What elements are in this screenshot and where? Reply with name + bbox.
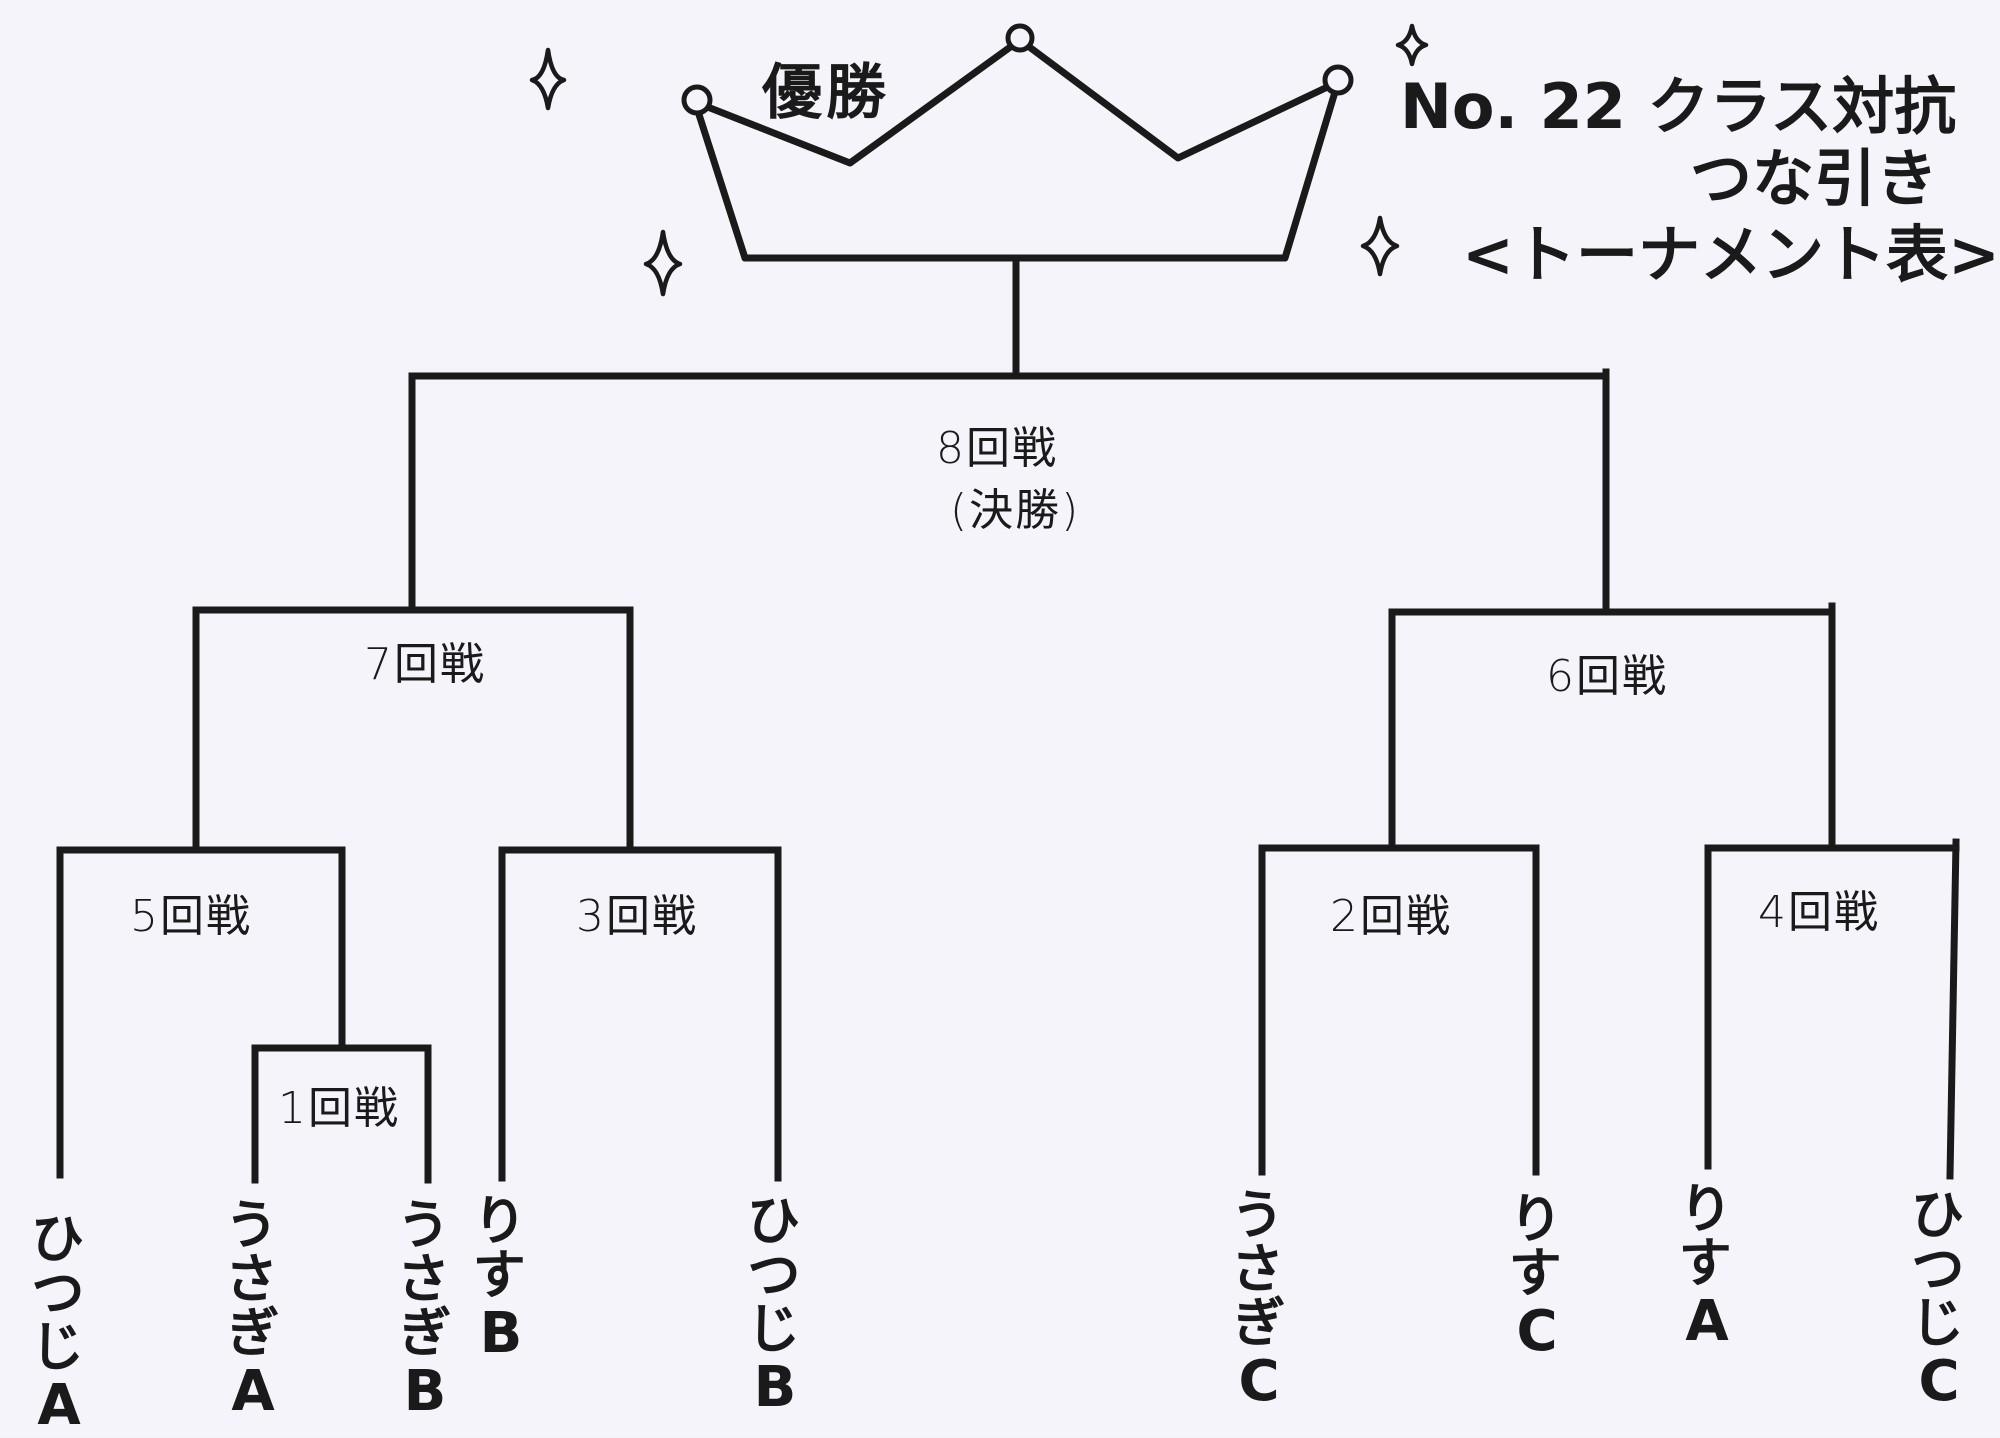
team-name: ひつじ [21, 1210, 84, 1372]
team-group: A [231, 1359, 275, 1424]
team-group: C [1918, 1349, 1960, 1414]
team-group: B [479, 1301, 523, 1366]
team-label: りす C [1499, 1190, 1572, 1364]
team-name: りす [1499, 1190, 1562, 1298]
team-name: ひつじ [737, 1192, 800, 1354]
team-group: C [1516, 1299, 1558, 1364]
round-label-5: 5回戦 [130, 891, 252, 942]
team-label: うさぎ A [215, 1196, 288, 1424]
round-label-7: 7回戦 [364, 639, 486, 690]
team-name: うさぎ [387, 1196, 450, 1358]
champion-label: 優勝 [762, 58, 890, 128]
page-title: No. 22 クラス対抗 [1400, 70, 1957, 143]
round-label-2: 2回戦 [1330, 891, 1452, 942]
team-group: B [753, 1355, 797, 1420]
team-name: ひつじ [1901, 1186, 1964, 1348]
team-name: うさぎ [215, 1196, 278, 1358]
team-label: りす B [463, 1192, 536, 1366]
sparkle-icon [643, 229, 683, 297]
sparkle-icon [1360, 215, 1400, 277]
crown-icon [681, 23, 1354, 262]
round-label-3: 3回戦 [576, 891, 698, 942]
team-group: A [37, 1373, 81, 1438]
team-label: ひつじ B [737, 1192, 810, 1420]
team-label: ひつじ C [1901, 1186, 1974, 1414]
team-name: りす [463, 1192, 526, 1300]
bracket-line [1946, 838, 1960, 1180]
sparkle-icon [1395, 23, 1429, 67]
round-label-4: 4回戦 [1758, 887, 1880, 938]
team-label: うさぎ C [1221, 1186, 1294, 1414]
team-group: C [1238, 1349, 1280, 1414]
team-group: B [403, 1359, 447, 1424]
round-label-1: 1回戦 [278, 1083, 400, 1134]
team-name: りす [1669, 1180, 1732, 1288]
team-label: りす A [1669, 1180, 1742, 1354]
team-group: A [1685, 1289, 1729, 1354]
round-label-6: 6回戦 [1546, 651, 1668, 702]
page-caption: <トーナメント表> [1462, 218, 2000, 291]
team-label: ひつじ A [21, 1210, 94, 1438]
team-name: うさぎ [1221, 1186, 1284, 1348]
sparkle-icon [529, 47, 567, 111]
team-label: うさぎ B [387, 1196, 460, 1424]
round-label-8: 8回戦 [936, 423, 1058, 474]
page-subtitle: つな引き [1690, 142, 1939, 215]
round-label-8-note: (決勝) [950, 485, 1081, 536]
